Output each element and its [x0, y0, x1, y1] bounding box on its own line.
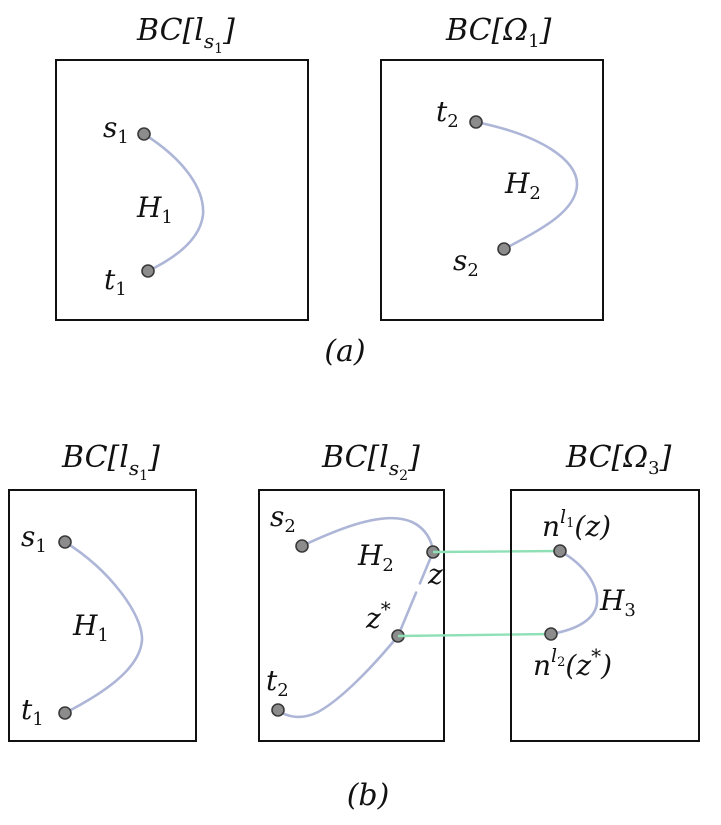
panel-a-label-h1: H1: [136, 191, 173, 228]
panel-a-node-s1: [137, 127, 151, 141]
panel-b-label-s1: s1: [21, 520, 47, 557]
panel-a-left-box: [55, 59, 309, 321]
panel-b-left: BC[ls1] s1 t1 H1: [8, 440, 197, 742]
panel-b-node-nz: [553, 544, 567, 558]
panel-b-path-h2-lower: [276, 634, 400, 719]
panel-b-node-nzstar: [544, 627, 558, 641]
panel-b-node-t1: [58, 706, 72, 720]
panel-a: BC[ls1] s1 t1 H1 BC[Ω1]: [55, 13, 604, 369]
panel-b-label-z: z: [427, 558, 443, 591]
panel-a-right-box: [380, 59, 604, 321]
panel-b-label-h1: H1: [72, 609, 109, 646]
panel-a-node-s2: [497, 242, 511, 256]
panel-b-label-h3: H3: [599, 584, 636, 621]
panel-b-node-t2: [271, 703, 285, 717]
panel-a-node-t1: [141, 264, 155, 278]
panel-b-label-s2: s2: [270, 500, 296, 537]
panel-a-left-title: BC[ls1]: [136, 13, 235, 57]
panel-b-middle-box: [258, 489, 445, 742]
panel-b-left-title: BC[ls1]: [61, 440, 160, 484]
panel-a-label-s2: s2: [453, 244, 479, 281]
panel-b: BC[ls1] s1 t1 H1 BC[ls2]: [8, 440, 700, 813]
panel-b-right-title: BC[Ω3]: [565, 440, 672, 479]
panel-b-path-h1: [63, 540, 144, 715]
panel-b-node-s2: [295, 539, 309, 553]
panel-a-node-t2: [469, 115, 483, 129]
panel-b-label-t2: t2: [266, 664, 289, 701]
panel-b-caption: (b): [347, 778, 390, 813]
panel-b-left-box: [8, 489, 197, 742]
panel-a-label-s1: s1: [103, 111, 129, 148]
panel-b-label-zstar: z*: [365, 597, 391, 635]
panel-b-path-h3: [549, 549, 599, 636]
panel-a-label-t2: t2: [436, 95, 459, 132]
panel-b-label-t1: t1: [21, 693, 44, 730]
panel-a-left: BC[ls1] s1 t1 H1: [55, 13, 309, 321]
panel-a-path-h2: [474, 120, 579, 251]
panel-b-right-box: [510, 489, 700, 742]
panel-b-path-h2-dashed: [396, 550, 435, 638]
panel-a-label-h2: H2: [504, 167, 541, 204]
panel-b-link-zstar: [397, 632, 552, 638]
panel-b-link-z: [432, 549, 561, 554]
panel-a-right: BC[Ω1] t2 s2 H2: [380, 13, 604, 321]
panel-b-right: BC[Ω3] nl1(z) nl2(z*) H3: [510, 440, 700, 742]
panel-b-label-nzstar: nl2(z*): [533, 644, 612, 682]
panel-a-label-t1: t1: [104, 263, 127, 300]
panel-b-label-nz: nl1(z): [542, 506, 611, 543]
panel-b-node-s1: [58, 535, 72, 549]
panel-b-path-h2-upper: [300, 516, 435, 554]
panel-b-middle: BC[ls2] s2 z z* t2: [258, 440, 445, 742]
panel-a-path-h1: [142, 132, 205, 273]
panel-b-label-h2: H2: [357, 539, 394, 576]
panel-a-right-title: BC[Ω1]: [445, 13, 552, 52]
panel-b-middle-title: BC[ls2]: [321, 440, 420, 484]
panel-a-caption: (a): [324, 334, 365, 369]
